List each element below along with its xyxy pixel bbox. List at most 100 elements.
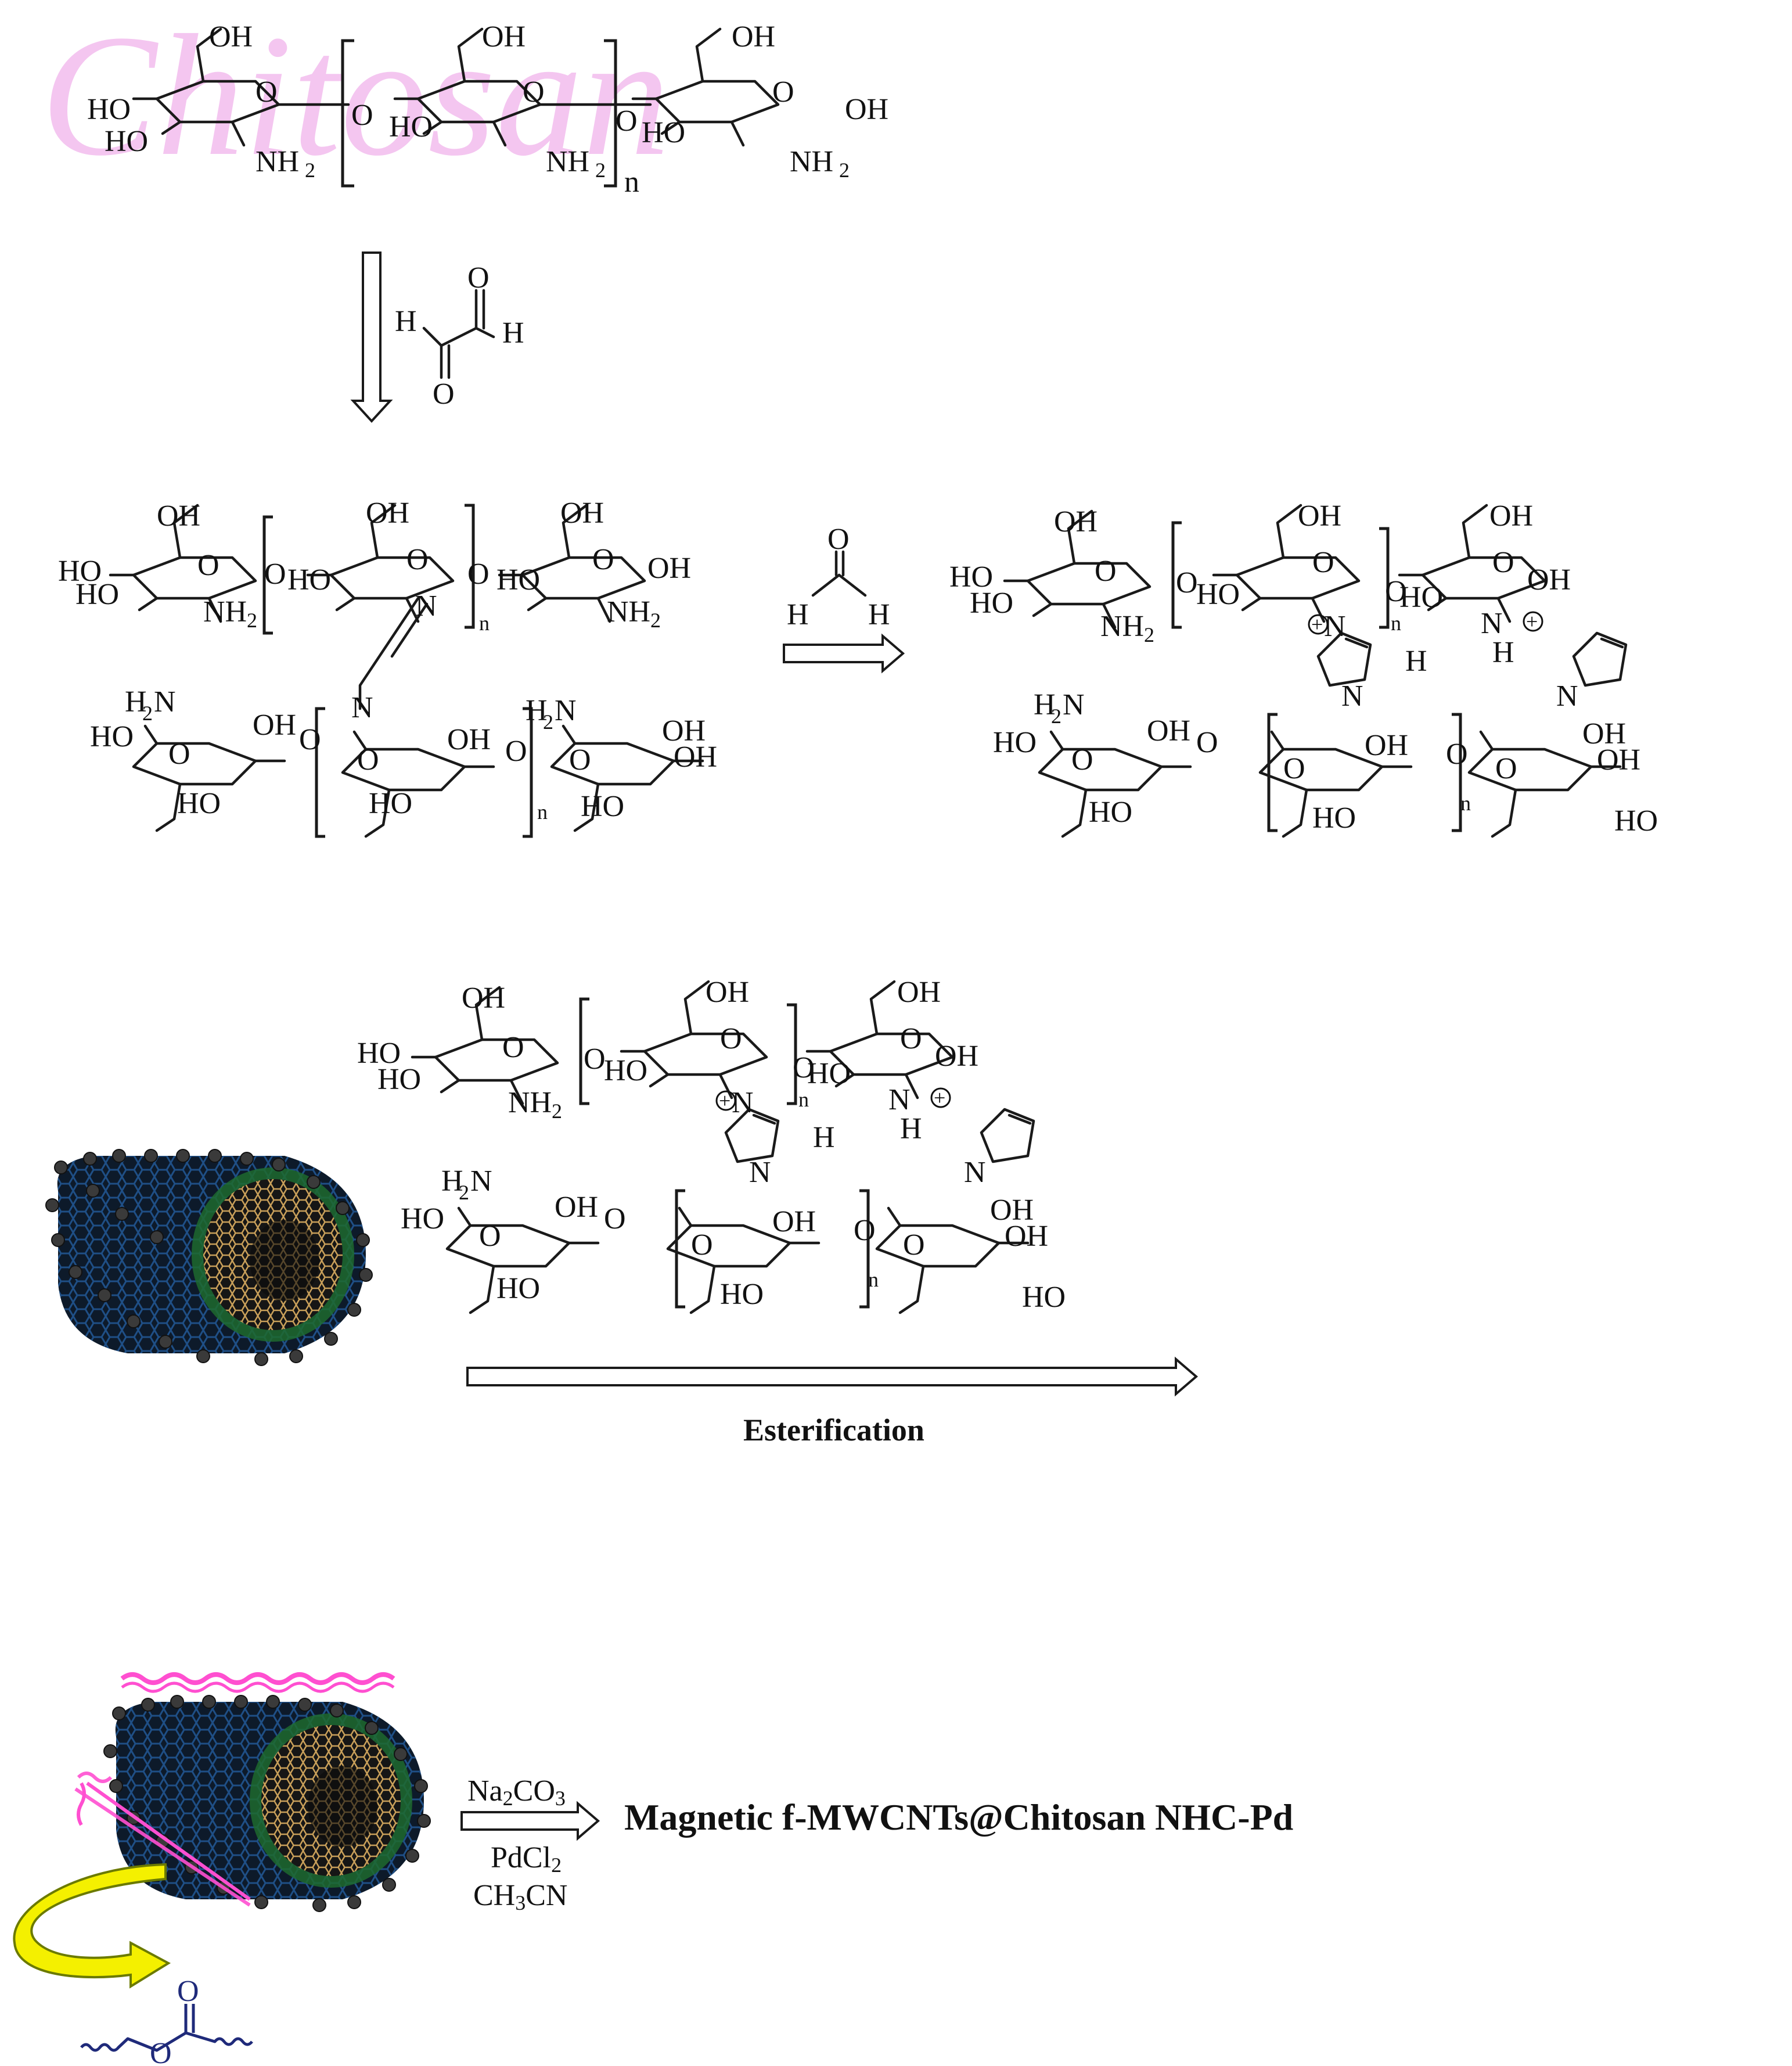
o-link-label: O	[467, 558, 490, 591]
ho-label: HO	[357, 1037, 401, 1070]
nh2-label: NH	[1100, 610, 1144, 643]
oh-label: OH	[209, 20, 253, 53]
ho-label: HO	[58, 555, 102, 588]
ho-label: HO	[1399, 581, 1443, 614]
o-link-label: O	[584, 1043, 606, 1076]
ho-label: HO	[369, 787, 412, 820]
o-link-label: O	[299, 723, 321, 756]
watermark-text: Chitosan	[41, 0, 670, 192]
ho-label: HO	[87, 93, 131, 126]
ring-o-label: O	[1071, 743, 1093, 777]
oh-label: OH	[1054, 505, 1097, 538]
n-label: N	[1556, 680, 1578, 713]
ester-linkage: O O	[80, 1975, 253, 2066]
o-link-label: O	[793, 1051, 815, 1084]
plus-charge: +	[1526, 610, 1538, 633]
nh2-label: NH	[256, 145, 299, 178]
oh-label: OH	[1298, 500, 1341, 533]
oh-label: OH	[935, 1040, 978, 1073]
oh-label: OH	[772, 1205, 816, 1238]
oh-label: OH	[647, 552, 691, 585]
oh-label: OH	[1582, 717, 1626, 750]
oh-label: OH	[462, 982, 505, 1015]
o-label: O	[433, 378, 455, 411]
oh-label: OH	[366, 497, 409, 530]
ho-label: HO	[105, 125, 148, 158]
arrow-formaldehyde	[783, 633, 905, 674]
o-link-label: O	[264, 558, 286, 591]
oh-label: OH	[1597, 743, 1640, 777]
ring-o-label: O	[772, 76, 794, 109]
oh-label: OH	[482, 20, 526, 53]
o-link-label: O	[1196, 726, 1218, 759]
h-label: H	[1492, 636, 1514, 669]
h2n-label: H	[125, 685, 147, 718]
nh2-label: NH	[203, 595, 247, 628]
n-label: n	[868, 1268, 879, 1291]
ho-label: HO	[177, 787, 221, 820]
ring-o-label: O	[1283, 752, 1305, 785]
chitosan-structure: OH HO HO O NH 2 O OH HO O NH 2 n O OH HO…	[87, 20, 888, 199]
ring-o-label: O	[168, 738, 190, 771]
oh-label: OH	[990, 1194, 1034, 1227]
sub-2: 2	[650, 609, 661, 632]
ho-label: HO	[970, 587, 1013, 620]
h-label: H	[787, 598, 809, 631]
sub-2: 2	[1144, 623, 1154, 646]
arrow-glyoxal	[350, 251, 393, 423]
n-plus-label: N	[888, 1083, 911, 1116]
ho-label: HO	[1022, 1281, 1066, 1314]
oh-label: OH	[157, 500, 200, 533]
ring-o-label: O	[569, 743, 591, 777]
ring-o-label: O	[1312, 546, 1334, 579]
plus-charge: +	[934, 1086, 945, 1109]
ring-o-label: O	[1492, 546, 1514, 579]
oh-label: OH	[1527, 563, 1571, 597]
ring-o-label: O	[479, 1220, 501, 1253]
ring-o-label: O	[592, 543, 614, 576]
ring-o-label: O	[903, 1228, 925, 1262]
mwcnt-nanotube	[45, 1149, 373, 1366]
h-label: H	[502, 317, 524, 350]
oh-label: OH	[1147, 714, 1190, 748]
oh-label: OH	[1365, 729, 1408, 762]
functionalized-nanotube	[74, 1672, 431, 1912]
n-label: n	[1460, 792, 1471, 815]
reagent-palladium-chloride: PdCl2	[491, 1841, 562, 1877]
ho-label: HO	[1196, 578, 1240, 611]
oh-label: OH	[555, 1191, 598, 1224]
n-label: n	[624, 166, 639, 199]
ho-label: HO	[389, 110, 433, 143]
imidazolium-structure-esterification: OH HO HO O NH 2 O OH HO O n O OH HO O OH…	[357, 976, 1066, 1314]
sub-2: 2	[142, 702, 153, 725]
ho-label: HO	[377, 1063, 421, 1096]
ring-o-label: O	[523, 76, 545, 109]
arrow-esterification	[466, 1356, 1199, 1397]
nh2-label: NH	[790, 145, 833, 178]
nh2-label: NH	[508, 1086, 552, 1119]
ho-label: HO	[75, 578, 119, 611]
esterification-label: Esterification	[743, 1413, 924, 1447]
h2n-label: H	[441, 1165, 463, 1198]
ho-label: HO	[604, 1054, 647, 1087]
n-label: n	[798, 1088, 809, 1111]
ho-label: HO	[807, 1057, 851, 1090]
oh-label: OH	[732, 20, 775, 53]
n-label: n	[479, 612, 490, 635]
reagent-glyoxal: H H O O	[395, 261, 524, 411]
oh-label: OH	[674, 741, 717, 774]
oh-label: OH	[662, 714, 706, 748]
n-plus-label: N	[1481, 607, 1503, 640]
o-link-label: O	[1446, 738, 1468, 771]
imidazolium-crosslinked-structure: OH HO HO O NH 2 O OH HO O n O OH HO O OH…	[949, 500, 1658, 838]
n-label: N	[1341, 680, 1363, 713]
ho-label: HO	[1089, 796, 1132, 829]
curved-arrow	[13, 1863, 171, 1989]
oh-label: OH	[706, 976, 749, 1009]
oh-label: OH	[447, 723, 491, 756]
h2n-label: H	[526, 694, 548, 727]
o-label: O	[827, 523, 850, 556]
crosslinked-imine-structure: OH HO HO O NH 2 O OH HO O N n O OH HO O …	[58, 497, 717, 838]
ring-o-label: O	[1495, 752, 1517, 785]
